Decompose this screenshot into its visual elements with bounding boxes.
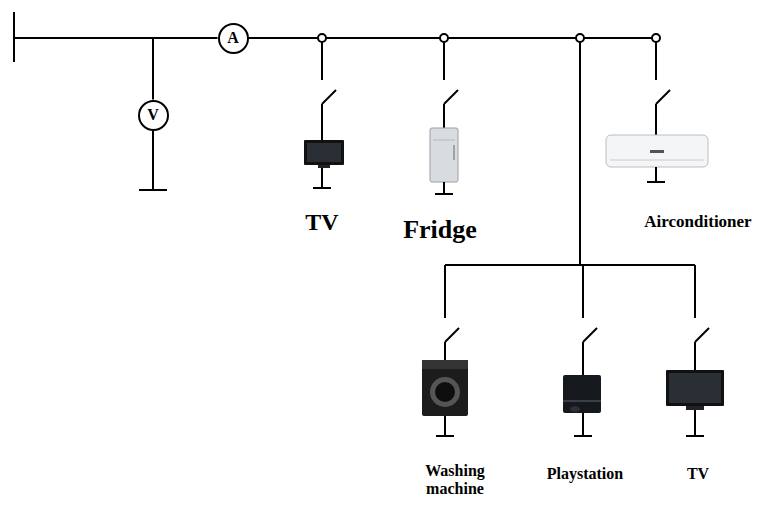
- meter-letter: V: [147, 107, 159, 123]
- ground-symbol: [313, 187, 331, 189]
- bus-wire: [14, 37, 153, 39]
- washing-machine-icon: [422, 360, 468, 416]
- ground-symbol: [436, 435, 454, 437]
- junction: [652, 34, 660, 42]
- wire: [444, 416, 446, 436]
- ground-symbol: [647, 181, 665, 183]
- junction: [440, 34, 448, 42]
- wire: [152, 131, 154, 190]
- appliance-label: Playstation: [547, 465, 623, 483]
- ammeter-circle: A: [218, 23, 249, 54]
- switch-symbol: [445, 328, 459, 342]
- wire: [321, 104, 323, 140]
- tv-icon: [666, 370, 724, 410]
- voltmeter-circle: V: [138, 100, 169, 131]
- playstation-icon: [563, 375, 601, 413]
- wire: [321, 42, 323, 80]
- wire: [443, 42, 445, 80]
- bus-wire: [248, 37, 652, 39]
- appliance-label: Airconditioner: [644, 212, 751, 232]
- appliance-label: Fridge: [403, 215, 477, 245]
- wire: [582, 413, 584, 436]
- ground-symbol: [139, 189, 167, 191]
- wire: [694, 342, 696, 370]
- ground-symbol: [574, 435, 592, 437]
- ground-symbol: [435, 193, 453, 195]
- appliance-label: TV: [687, 465, 709, 483]
- wire: [443, 182, 445, 194]
- junction: [318, 34, 326, 42]
- wire: [443, 104, 445, 128]
- switch-symbol: [322, 90, 336, 104]
- wire: [694, 410, 696, 436]
- wire: [694, 265, 696, 318]
- wire: [444, 265, 446, 318]
- appliance-label: Washing machine: [415, 462, 495, 499]
- ground-symbol: [686, 435, 704, 437]
- wire: [582, 342, 584, 375]
- bus-wire: [153, 38, 218, 100]
- wire: [445, 264, 695, 266]
- switch-symbol: [444, 90, 458, 104]
- meter-letter: A: [227, 30, 239, 46]
- tv-icon: [304, 140, 344, 168]
- switch-symbol: [695, 328, 709, 342]
- wire: [444, 342, 446, 360]
- wire: [321, 168, 323, 188]
- switch-symbol: [583, 328, 597, 342]
- wire: [655, 167, 657, 182]
- junction: [576, 34, 584, 42]
- wire: [582, 265, 584, 318]
- airconditioner-icon: [606, 135, 708, 167]
- appliance-label: TV: [305, 209, 338, 237]
- fridge-icon: [430, 128, 458, 182]
- wire: [655, 104, 657, 135]
- wire: [655, 42, 657, 80]
- wire: [579, 42, 581, 265]
- switch-symbol: [656, 90, 670, 104]
